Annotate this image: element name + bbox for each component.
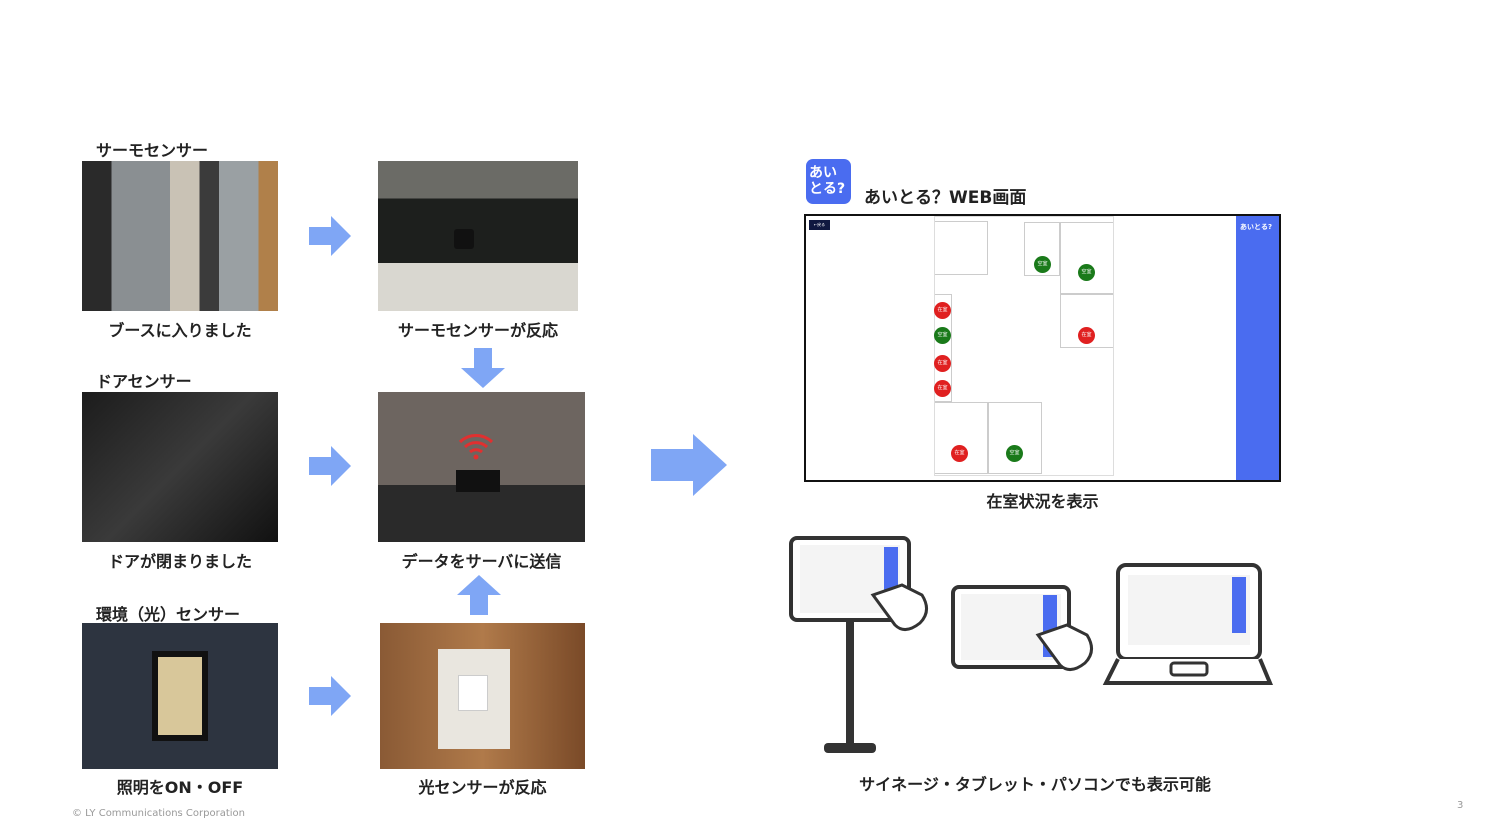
web-screen-title: あいとる？WEB画面 [864, 188, 1027, 208]
seat-marker[interactable]: 空室 [1034, 256, 1051, 273]
seat-marker[interactable]: 在室 [934, 302, 951, 319]
arrow-up-icon [457, 575, 501, 615]
arrow-right-icon [309, 676, 351, 716]
seat-marker[interactable]: 在室 [951, 445, 968, 462]
door-step2-caption: データをサーバに送信 [401, 552, 562, 571]
door-sensor-title: ドアセンサー [96, 372, 192, 391]
door-step1-caption: ドアが閉まりました [107, 552, 252, 571]
gateway-photo [378, 392, 585, 542]
back-button[interactable]: ←戻る [809, 220, 830, 230]
devices-caption: サイネージ・タブレット・パソコンでも表示可能 [859, 775, 1211, 794]
env-sensor-title: 環境（光）センサー [96, 605, 241, 624]
web-screen-mock: ←戻る あいとる? 空室 空室 在室 空室 在室 在室 在室 在室 空室 [804, 214, 1281, 482]
page-number: 3 [1457, 800, 1464, 811]
aitoru-logo: あいとる? [806, 159, 851, 204]
door-sensor-photo [82, 392, 278, 542]
seat-marker[interactable]: 空室 [1078, 264, 1095, 281]
tablet-icon [951, 585, 1071, 669]
web-caption: 在室状況を表示 [986, 492, 1099, 511]
arrow-down-icon [461, 348, 505, 388]
app-sidebar: あいとる? [1236, 216, 1279, 480]
thermo-sensor-photo [378, 161, 578, 311]
env-step1-caption: 照明をON・OFF [116, 778, 244, 797]
light-sensor-photo [380, 623, 585, 769]
thermo-step2-caption: サーモセンサーが反応 [397, 321, 558, 340]
env-step2-caption: 光センサーが反応 [418, 778, 547, 797]
thermo-step1-caption: ブースに入りました [108, 321, 252, 340]
seat-marker[interactable]: 空室 [1006, 445, 1023, 462]
hand-pointer-icon [870, 583, 1093, 671]
copyright: © LY Communications Corporation [72, 808, 245, 819]
booth-entry-photo [82, 161, 278, 311]
signage-icon [789, 536, 911, 753]
seat-marker[interactable]: 空室 [934, 327, 951, 344]
devices-illustration [789, 536, 1273, 753]
arrow-right-icon [309, 216, 351, 256]
seat-marker[interactable]: 在室 [934, 355, 951, 372]
thermo-sensor-title: サーモセンサー [96, 141, 209, 160]
light-switch-photo [82, 623, 278, 769]
arrow-right-icon [309, 446, 351, 486]
wifi-icon [458, 434, 494, 460]
seat-marker[interactable]: 在室 [1078, 327, 1095, 344]
seat-marker[interactable]: 在室 [934, 380, 951, 397]
big-arrow-right-icon [651, 434, 727, 496]
laptop-icon [1102, 563, 1273, 685]
